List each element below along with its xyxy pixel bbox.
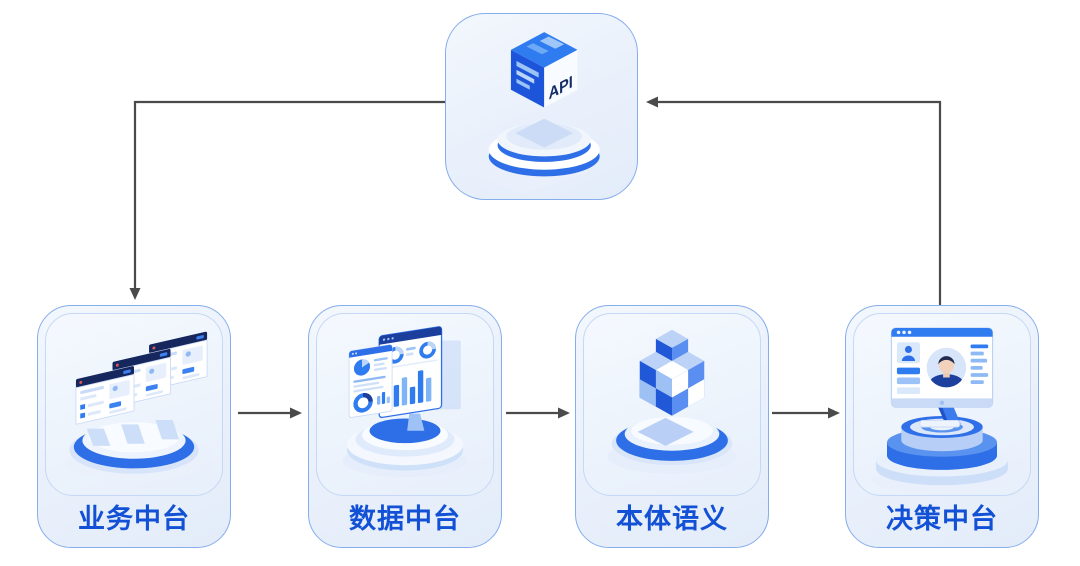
node-card-decision: 决策中台 <box>845 305 1039 548</box>
node-card-ontology: 本体语义 <box>575 305 769 548</box>
modular-cube-icon <box>607 329 737 474</box>
node-label-business: 业务中台 <box>78 504 190 534</box>
business-illustration-panel <box>45 313 223 496</box>
node-card-business: 业务中台 <box>37 305 231 548</box>
api-cube-icon: API <box>461 31 600 193</box>
node-label-ontology: 本体语义 <box>616 504 728 534</box>
node-label-decision: 决策中台 <box>886 504 998 534</box>
decision-illustration-panel <box>853 313 1031 496</box>
data-illustration-panel <box>316 313 494 496</box>
arrow-decision-to-api <box>646 96 942 305</box>
stacked-windows-icon <box>65 330 208 480</box>
node-label-data: 数据中台 <box>349 504 461 534</box>
arrow-api-to-business <box>129 100 445 300</box>
node-card-api: API <box>445 13 638 200</box>
ontology-illustration-panel <box>583 313 761 496</box>
dashboard-charts-icon <box>342 325 468 477</box>
node-card-data: 数据中台 <box>308 305 502 548</box>
monitor-profile-icon <box>871 326 1013 493</box>
